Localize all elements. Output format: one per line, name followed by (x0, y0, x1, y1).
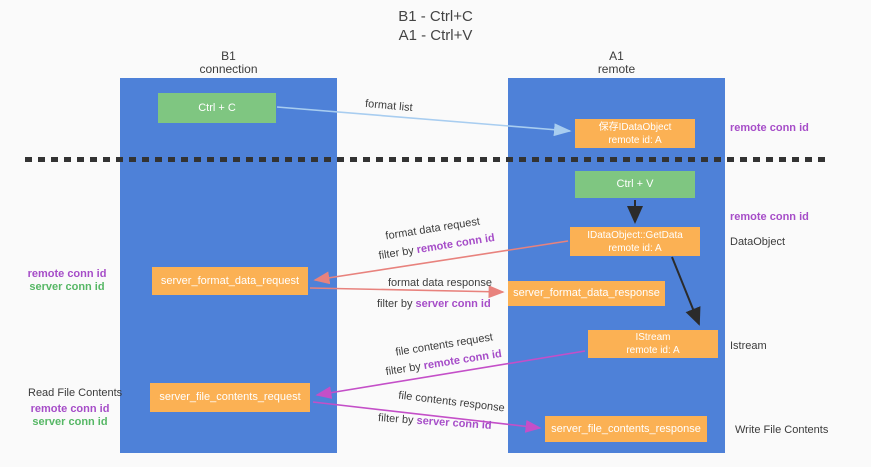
left-server-conn-id-1: server conn id (29, 281, 105, 293)
server-format-data-response-node: server_format_data_response (508, 281, 665, 306)
file-contents-response-filter-label: filter by server conn id (378, 412, 492, 432)
server-conn-id-key: server conn id (416, 414, 492, 432)
istream-line1: IStream (635, 332, 671, 343)
server-format-data-request-label: server_format_data_request (160, 274, 300, 287)
diagram-title-line1: B1 - Ctrl+C (398, 8, 473, 25)
remote-conn-id-mid-label: remote conn id (730, 211, 809, 223)
remote-conn-id-top-label: remote conn id (730, 122, 809, 134)
server-file-contents-request-label: server_file_contents_request (159, 391, 301, 403)
istream-node: IStream remote id: A (588, 330, 718, 358)
left-server-conn-id-2: server conn id (32, 416, 108, 428)
format-data-response-label: format data response (388, 277, 492, 289)
write-file-contents-label: Write File Contents (735, 424, 829, 436)
format-list-arrow-label: format list (364, 97, 414, 115)
ctrl-v-label: Ctrl + V (616, 178, 654, 190)
left-remote-conn-id-1: remote conn id (27, 268, 107, 280)
filter-by-prefix: filter by (377, 412, 417, 427)
getdata-line2: remote id: A (608, 242, 662, 254)
column-header-b1: B1 connection (120, 50, 337, 76)
a1-subtitle: remote (597, 62, 636, 76)
a1-title: A1 (609, 49, 624, 63)
save-dataobject-line1: 保存IDataObject (598, 121, 672, 133)
filter-by-prefix: filter by (377, 244, 418, 263)
read-file-contents-label: Read File Contents (28, 387, 123, 399)
diagram-title-line2: A1 - Ctrl+V (398, 27, 473, 44)
b1-subtitle: connection (199, 62, 258, 76)
server-file-contents-request-node: server_file_contents_request (150, 383, 310, 412)
filter-by-prefix: filter by (384, 360, 425, 379)
save-dataobject-line2: remote id: A (608, 134, 662, 146)
column-header-a1: A1 remote (508, 50, 725, 76)
filter-by-prefix: filter by (377, 298, 416, 310)
ctrl-c-node: Ctrl + C (158, 93, 276, 123)
save-dataobject-node: 保存IDataObject remote id: A (575, 119, 695, 148)
server-file-contents-response-label: server_file_contents_response (551, 422, 701, 435)
server-format-data-request-node: server_format_data_request (152, 267, 308, 295)
server-conn-id-key: server conn id (415, 298, 491, 310)
server-file-contents-response-node: server_file_contents_response (545, 416, 707, 442)
b1-title: B1 (221, 49, 236, 63)
istream-side-label: Istream (730, 340, 767, 352)
left-remote-conn-id-2: remote conn id (30, 403, 110, 415)
ctrl-c-label: Ctrl + C (198, 101, 236, 114)
ctrl-v-node: Ctrl + V (575, 171, 695, 198)
server-format-data-response-label: server_format_data_response (513, 287, 660, 299)
machine-boundary-dashed-line (25, 157, 830, 162)
dataobject-label: DataObject (730, 236, 786, 248)
istream-line2: remote id: A (626, 345, 680, 356)
format-data-response-filter-label: filter by server conn id (377, 298, 491, 310)
getdata-node: IDataObject::GetData remote id: A (570, 227, 700, 256)
file-contents-response-label: file contents response (397, 389, 506, 415)
getdata-line1: IDataObject::GetData (587, 229, 683, 241)
